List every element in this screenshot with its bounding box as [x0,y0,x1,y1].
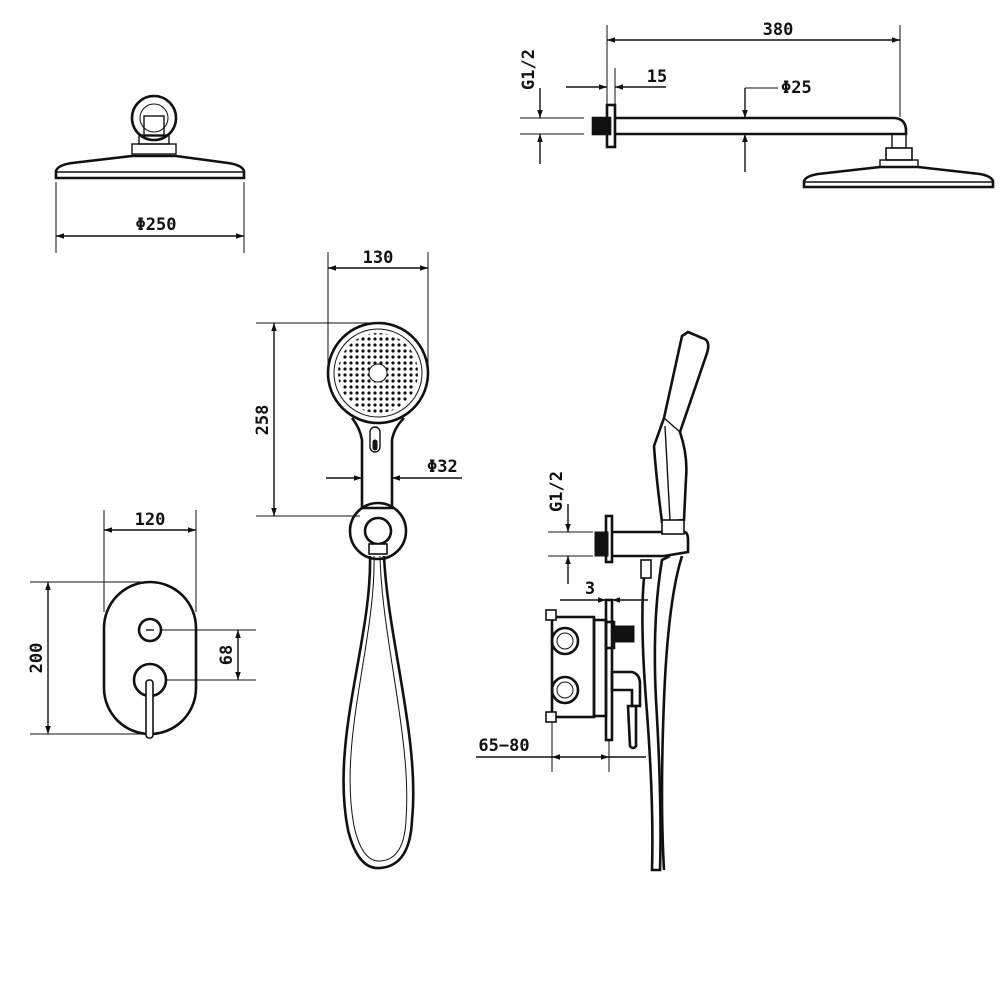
valve-side-view: G1/2 3 65−80 [476,330,710,872]
hand-length-label: 258 [253,405,273,436]
plate-offset-label: 3 [585,579,595,599]
plate-height-label: 200 [27,643,47,674]
hand-width-label: 130 [363,248,394,268]
shower-arm-side-view: 380 15 Φ25 G1/2 [519,20,995,189]
mixer-plate-front-view: 120 200 68 [27,510,256,739]
outlet-thread-label: G1/2 [547,471,567,512]
head-diameter-label: Φ250 [136,215,177,235]
handle-diameter-label: Φ32 [427,457,458,477]
arm-length-label: 380 [763,20,794,40]
plate-width-label: 120 [135,510,166,530]
knob-spacing-label: 68 [217,645,237,665]
shower-head-front-view: Φ250 [54,94,246,253]
arm-thread-label: G1/2 [519,49,539,90]
hand-shower-front-view: 130 258 Φ32 [253,248,462,870]
arm-offset-label: 15 [647,67,667,87]
arm-diameter-label: Φ25 [781,78,812,98]
install-depth-label: 65−80 [478,736,529,756]
